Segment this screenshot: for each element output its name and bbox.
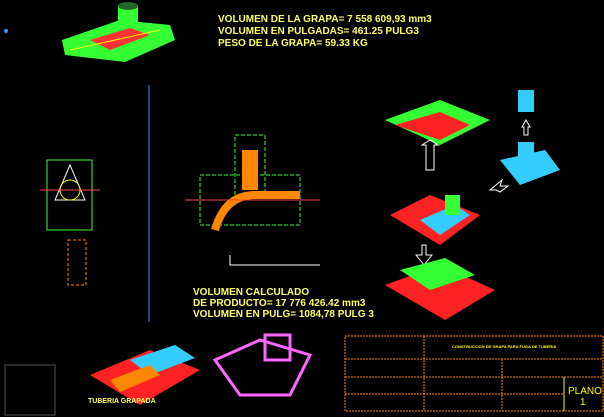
- clamp-exploded-views: [385, 90, 560, 320]
- clamp-iso-top: [62, 2, 175, 62]
- weight-line: PESO DE LA GRAPA= 59.33 KG: [218, 38, 368, 49]
- clamp-front-view: [40, 159, 100, 286]
- bottom-label: TUBERIA GRAPADA: [88, 398, 156, 405]
- volume-line-1: VOLUMEN DE LA GRAPA= 7 558 609,93 mm3: [218, 14, 432, 25]
- product-line-2: DE PRODUCTO= 17 776 426.42 mm3: [193, 298, 366, 309]
- product-line-1: VOLUMEN CALCULADO: [193, 287, 310, 298]
- plano-number: 1: [580, 397, 586, 408]
- pipe-clamped-iso: [4, 333, 313, 416]
- origin-marker: [4, 29, 8, 33]
- title-block-frame: [344, 335, 604, 412]
- product-line-3: VOLUMEN EN PULG= 1084,78 PULG 3: [193, 309, 374, 320]
- clamp-section-view: [185, 134, 320, 266]
- volume-line-2: VOLUMEN EN PULGADAS= 461.25 PULG3: [218, 26, 419, 37]
- title-block-title: CONSTRUCCION DE GRAPA PARA FUGA DE TUBER…: [452, 344, 557, 349]
- plano-label: PLANO: [568, 386, 602, 397]
